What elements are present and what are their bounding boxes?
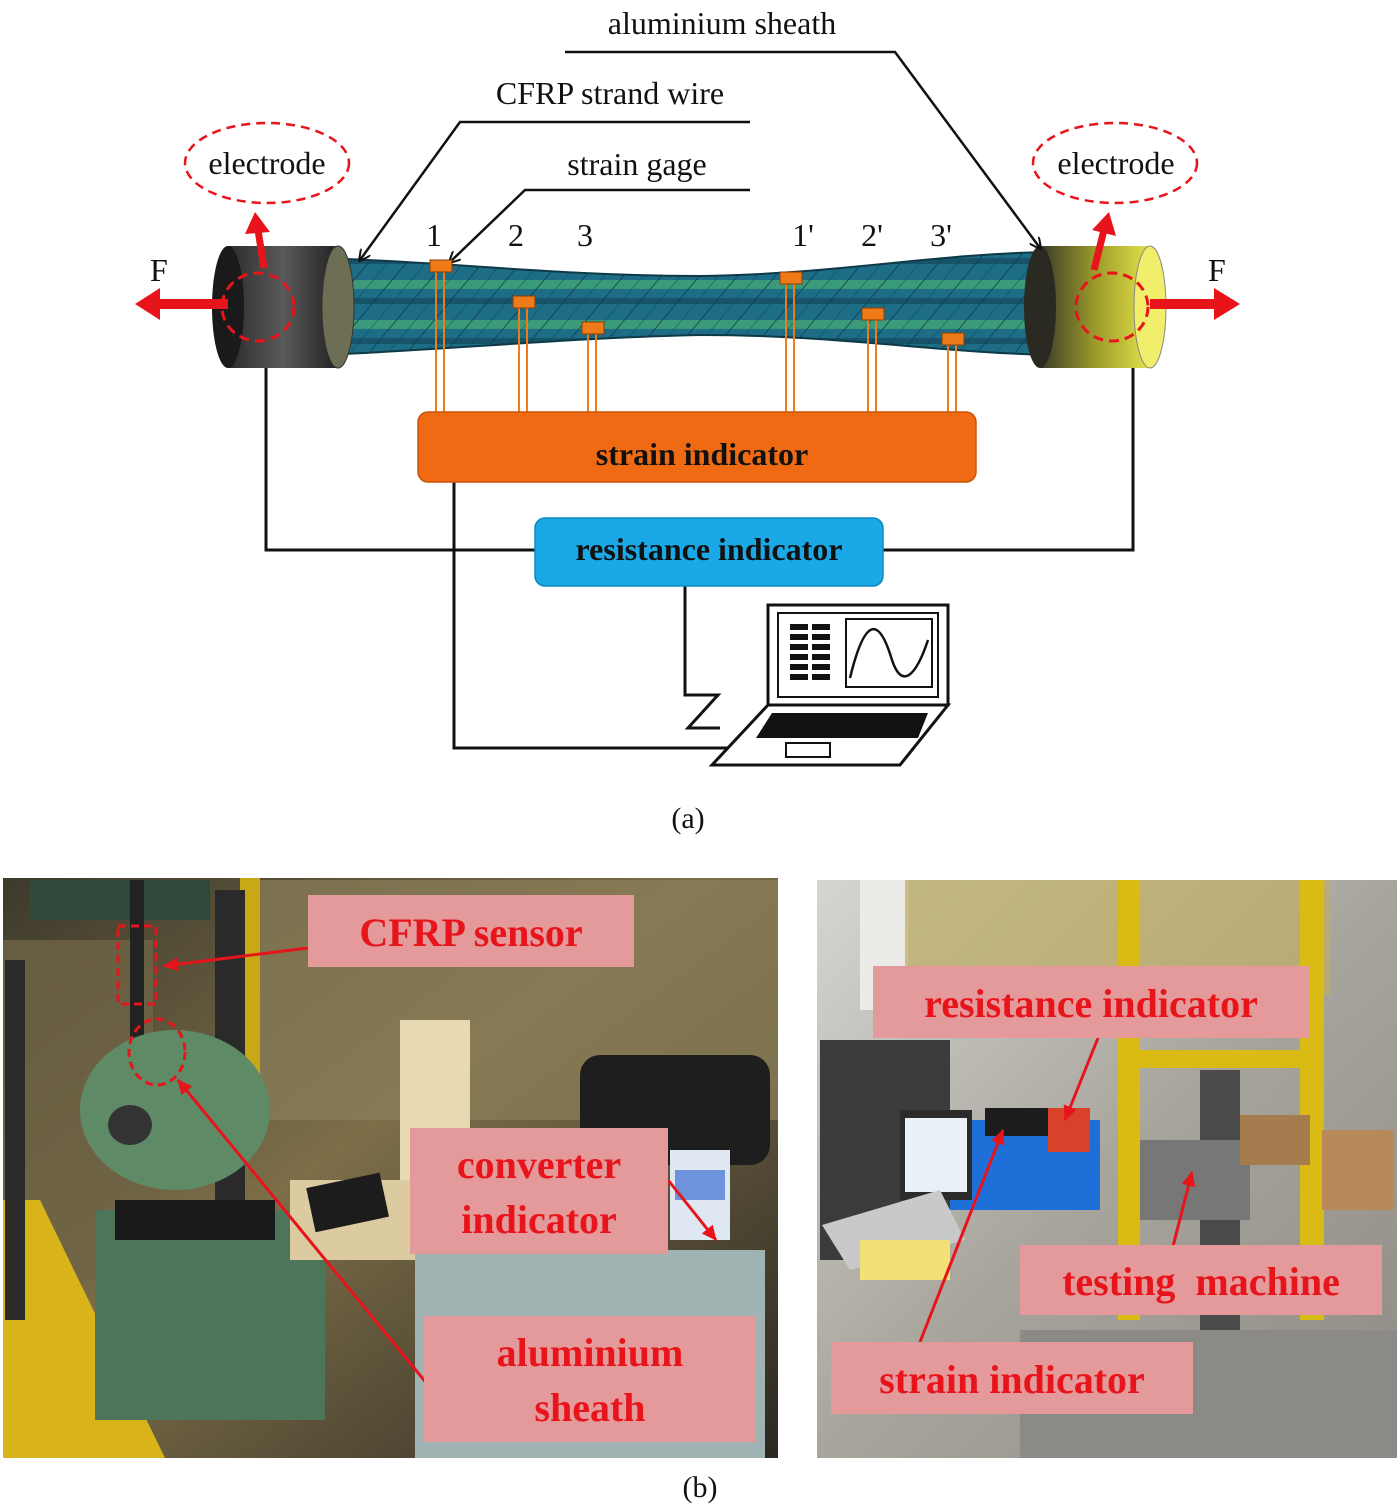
strain-gages: 1 2 3 1' 2' 3' bbox=[426, 217, 965, 412]
laptop-touchpad bbox=[785, 742, 831, 758]
strain-gage-pad bbox=[861, 307, 885, 321]
converter-label-line1: converter bbox=[457, 1142, 621, 1187]
aluminium-sheath-label: aluminium sheath bbox=[608, 5, 836, 41]
converter-label-line2: indicator bbox=[461, 1197, 617, 1242]
strain-gage-pad bbox=[512, 295, 536, 309]
testing-machine-arrow bbox=[1168, 1171, 1196, 1259]
gage-number-2: 2 bbox=[508, 217, 524, 253]
right-electrode-wire bbox=[882, 360, 1135, 552]
leader-lines bbox=[360, 50, 1040, 262]
gage-number-3: 3 bbox=[577, 217, 593, 253]
laptop-icon bbox=[708, 603, 952, 767]
strain-gage-pad bbox=[941, 332, 965, 346]
left-photo: CFRP sensor converter indicator aluminiu… bbox=[3, 878, 778, 1458]
resistance-indicator-label: resistance indicator bbox=[576, 531, 843, 567]
testing-machine-label: testing machine bbox=[1062, 1259, 1340, 1304]
laptop-keyboard-icon bbox=[756, 713, 928, 738]
gage-number-5: 2' bbox=[861, 217, 883, 253]
resistance-indicator-callout bbox=[873, 966, 1309, 1038]
laptop-curve-icon bbox=[848, 628, 930, 679]
strain-indicator-photo-label: strain indicator bbox=[879, 1357, 1145, 1402]
strain-arrow bbox=[918, 1129, 1005, 1343]
panel-b: CFRP sensor converter indicator aluminiu… bbox=[3, 878, 1397, 1504]
strain-indicator-label: strain indicator bbox=[596, 436, 808, 472]
sheath-label-line1: aluminium bbox=[497, 1330, 684, 1375]
strain-indicator-box bbox=[417, 411, 977, 483]
sheath-leader bbox=[565, 50, 1040, 248]
electrode-label-left: electrode bbox=[208, 145, 325, 181]
panel-a: F F electrode electrode aluminium sheath… bbox=[135, 5, 1240, 835]
resistance-arrow bbox=[1063, 1037, 1100, 1121]
resistance-indicator-box bbox=[534, 517, 884, 587]
aluminium-sheath-callout bbox=[424, 1316, 756, 1442]
electrode-arrow-left bbox=[245, 212, 270, 269]
gage-leader bbox=[450, 188, 750, 262]
resistance-indicator-photo-label: resistance indicator bbox=[924, 981, 1258, 1026]
strain-indicator-callout bbox=[831, 1342, 1193, 1414]
cfrp-sensor-callout bbox=[308, 895, 634, 967]
force-label-right: F bbox=[1208, 252, 1226, 288]
electrode-label-right: electrode bbox=[1057, 145, 1174, 181]
panel-a-caption: (a) bbox=[671, 802, 704, 835]
gage-number-1: 1 bbox=[426, 217, 442, 253]
electrode-outline-right bbox=[1031, 121, 1199, 205]
strain-gage-label: strain gage bbox=[567, 146, 707, 182]
cfrp-strand-wire-label: CFRP strand wire bbox=[496, 75, 724, 111]
gage-number-4: 1' bbox=[792, 217, 814, 253]
force-arrow-right bbox=[1150, 288, 1240, 320]
cfrp-sensor-label: CFRP sensor bbox=[359, 910, 582, 955]
sheath-arrow bbox=[176, 1079, 430, 1386]
wiring bbox=[264, 360, 1135, 750]
left-aluminium-sheath bbox=[212, 245, 355, 369]
gage-number-6: 3' bbox=[930, 217, 952, 253]
sheath-label-line2: sheath bbox=[534, 1385, 645, 1430]
right-photo: resistance indicator testing machine str… bbox=[817, 880, 1397, 1458]
strain-gage-pad bbox=[429, 259, 453, 273]
resistance-to-laptop-wire bbox=[683, 586, 722, 730]
sheath-dashed-outline bbox=[127, 1017, 187, 1087]
laptop-data-table-icon bbox=[790, 624, 830, 680]
electrode-arrow-right bbox=[1090, 212, 1116, 271]
force-arrow-left bbox=[135, 288, 228, 320]
left-electrode-wire bbox=[264, 360, 535, 552]
panel-b-caption: (b) bbox=[683, 1471, 718, 1504]
strain-to-laptop-wire bbox=[452, 482, 735, 750]
force-label-left: F bbox=[150, 252, 168, 288]
converter-arrow bbox=[666, 1179, 718, 1241]
green-grip bbox=[80, 1030, 270, 1190]
sensor-arrow bbox=[163, 946, 309, 972]
electrode-outline-left bbox=[183, 121, 351, 205]
strain-gage-pad bbox=[581, 321, 605, 335]
strain-gage-pad bbox=[779, 271, 803, 285]
testing-machine-callout bbox=[1020, 1245, 1382, 1315]
testing-machine-grip bbox=[1140, 1140, 1250, 1220]
converter-device bbox=[306, 1172, 389, 1233]
converter-indicator-callout bbox=[410, 1128, 668, 1254]
strand-leader bbox=[360, 120, 750, 260]
sensor-dashed-box bbox=[116, 924, 158, 1006]
